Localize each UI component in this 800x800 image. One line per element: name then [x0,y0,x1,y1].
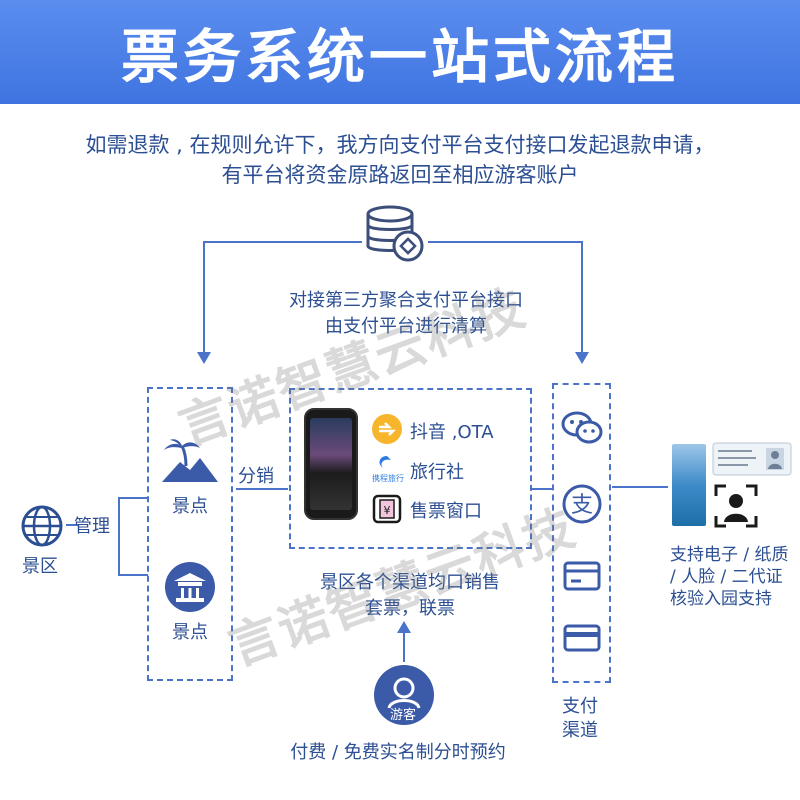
refund-description: 如需退款 , 在规则允许下，我方向支付平台支付接口发起退款申请， 有平台将资金原… [20,130,780,190]
verify-line-1: 支持电子 / 纸质 [670,545,789,565]
top-line-left [204,241,362,243]
sales-channels-box [289,388,532,549]
spot-label-2: 景点 [172,622,208,643]
left-down-arrow [197,352,211,364]
left-drop-line [203,241,205,353]
tourist-caption: 付费 / 免费实名制分时预约 [290,742,506,763]
spot-label-1: 景点 [172,496,208,517]
right-down-arrow [575,352,589,364]
smartphone-icon [304,408,358,520]
payment-channels-box [552,383,611,683]
top-line-right [428,241,582,243]
svg-text:携程旅行: 携程旅行 [372,473,404,483]
bracket-top [118,497,148,499]
tourist-up-arrow [397,621,411,633]
tourist-label: 游客 [390,708,417,723]
tourist-up-line [403,632,405,662]
face-recognition-icon [714,484,758,528]
id-card-icon [712,442,792,476]
ticket-window-icon: ¥ [372,494,402,524]
bracket-vertical [118,497,120,575]
tourist-avatar-icon [374,665,434,725]
channels-caption-2: 套票，联票 [365,598,455,619]
channels-to-payment-line [532,488,552,490]
refund-line-1: 如需退款 , 在规则允许下，我方向支付平台支付接口发起退款申请， [85,133,715,157]
database-coin-icon [366,205,424,262]
alipay-icon: 支 [562,484,602,524]
payment-to-verify-line [612,486,668,488]
channels-caption-1: 景区各个渠道均口销售 [320,572,500,593]
douyin-ota-label: 抖音 ,OTA [410,422,494,443]
douyin-ota-icon [372,414,402,444]
bank-card-icon [563,561,601,591]
svg-text:¥: ¥ [384,504,391,517]
refund-line-2: 有平台将资金原路返回至相应游客账户 [221,163,579,187]
right-drop-line [581,241,583,353]
wechat-icon [561,411,603,444]
aggregator-line-2: 由支付平台进行清算 [325,316,487,337]
payment-label-1: 支付 [562,696,598,717]
scenic-area-label: 景区 [22,556,58,577]
aggregator-line-1: 对接第三方聚合支付平台接口 [289,290,523,311]
verify-line-2: / 人脸 / 二代证 [670,567,783,587]
manage-label: 管理 [74,516,110,537]
travel-agency-logo-icon: 携程旅行 [371,456,405,483]
distribute-line [236,488,288,490]
paper-ticket-icon [672,444,706,526]
travel-agency-label: 旅行社 [410,462,464,483]
distribute-label: 分销 [238,466,274,487]
ticket-window-label: 售票窗口 [410,501,482,522]
palm-island-icon [162,439,218,482]
globe-icon [21,505,63,547]
credit-card-icon [563,624,601,652]
payment-label-2: 渠道 [562,720,598,741]
globe-connector [66,524,78,526]
verify-line-3: 核验入园支持 [670,589,772,609]
page-title: 票务系统一站式流程 [120,23,679,91]
bracket-bottom [118,574,148,576]
header-banner: 票务系统一站式流程 [0,0,800,104]
phone-screen [310,418,352,510]
svg-text:支: 支 [571,493,593,518]
temple-icon [165,562,215,612]
scenic-spots-box [147,387,233,681]
